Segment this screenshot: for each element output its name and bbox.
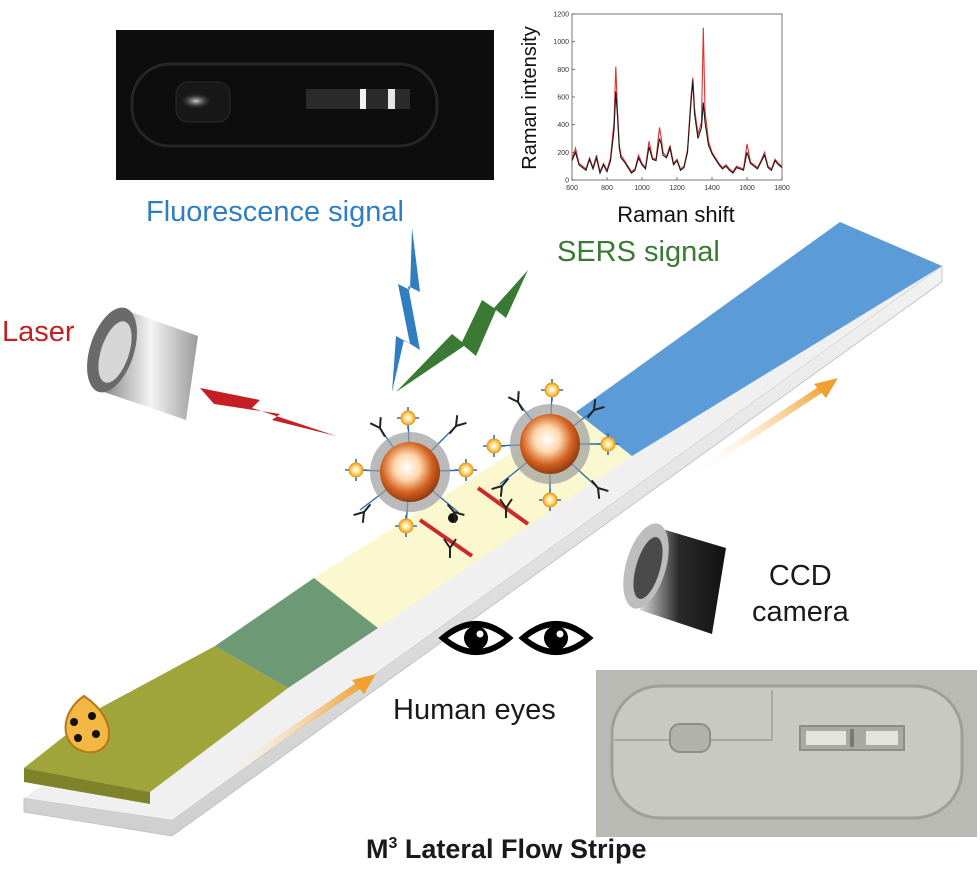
laser-head-icon xyxy=(87,307,198,420)
conjugate-pad xyxy=(215,578,378,688)
absorbent-pad xyxy=(576,222,942,456)
raman-ytick-label: 1000 xyxy=(553,39,569,46)
fluorescence-signal-label: Fluorescence signal xyxy=(146,196,404,228)
raman-series xyxy=(571,27,783,175)
fluorescence-signal-bolt xyxy=(392,228,420,392)
raman-xtick-label: 800 xyxy=(601,185,613,192)
raman-ytick-label: 0 xyxy=(565,178,569,185)
ccd-label-line2: camera xyxy=(752,596,849,628)
raman-ylabel: Raman intensity xyxy=(519,26,541,169)
raman-plot-frame xyxy=(571,13,783,181)
raman-series-line-2 xyxy=(571,80,783,175)
raman-ytick-label: 800 xyxy=(557,67,569,74)
flow-arrow-upper xyxy=(688,383,828,479)
raman-ytick-label: 1200 xyxy=(553,12,569,19)
laser-beam xyxy=(200,388,336,436)
camera-icon xyxy=(623,523,726,634)
title-superscript: 3 xyxy=(388,835,398,852)
test-cassette-photo xyxy=(596,670,977,837)
title-rest: Lateral Flow Stripe xyxy=(397,834,647,864)
test-line xyxy=(418,518,474,558)
raman-ticks: 600 800 1000 1200 1400 1600 1800 0 200 400 600 800 1… xyxy=(553,12,789,193)
figure-title: M3 Lateral Flow Stripe xyxy=(366,834,646,865)
raman-ytick-label: 600 xyxy=(557,95,569,102)
human-eyes-label: Human eyes xyxy=(393,694,556,726)
sample-pad xyxy=(24,646,288,792)
sers-signal-bolt xyxy=(396,270,528,392)
ccd-camera-label: CCD camera xyxy=(752,558,849,630)
nanoparticle-right xyxy=(482,378,620,512)
laser-label: Laser xyxy=(2,316,75,348)
eye-icon xyxy=(443,624,589,652)
nanoparticle-left xyxy=(344,406,478,538)
flow-arrow-lower xyxy=(208,679,366,789)
sers-signal-label: SERS signal xyxy=(557,236,720,268)
lateral-flow-strip xyxy=(23,222,943,837)
raman-xlabel: Raman shift xyxy=(617,202,734,227)
fluorescence-image xyxy=(116,30,494,180)
raman-xtick-label: 600 xyxy=(566,185,578,192)
raman-xtick-label: 1600 xyxy=(739,185,755,192)
sample-droplet-icon xyxy=(64,694,110,754)
raman-ytick-label: 200 xyxy=(557,150,569,157)
raman-xtick-label: 1200 xyxy=(669,185,685,192)
title-main: M xyxy=(366,834,389,864)
raman-xtick-label: 1400 xyxy=(704,185,720,192)
raman-ytick-label: 400 xyxy=(557,122,569,129)
raman-plot: 600 800 1000 1200 1400 1600 1800 0 200 400 600 800 1… xyxy=(519,12,790,228)
raman-xtick-label: 1800 xyxy=(774,185,790,192)
ccd-label-line1: CCD xyxy=(768,560,832,592)
raman-xtick-label: 1000 xyxy=(634,185,650,192)
control-line xyxy=(476,486,530,526)
